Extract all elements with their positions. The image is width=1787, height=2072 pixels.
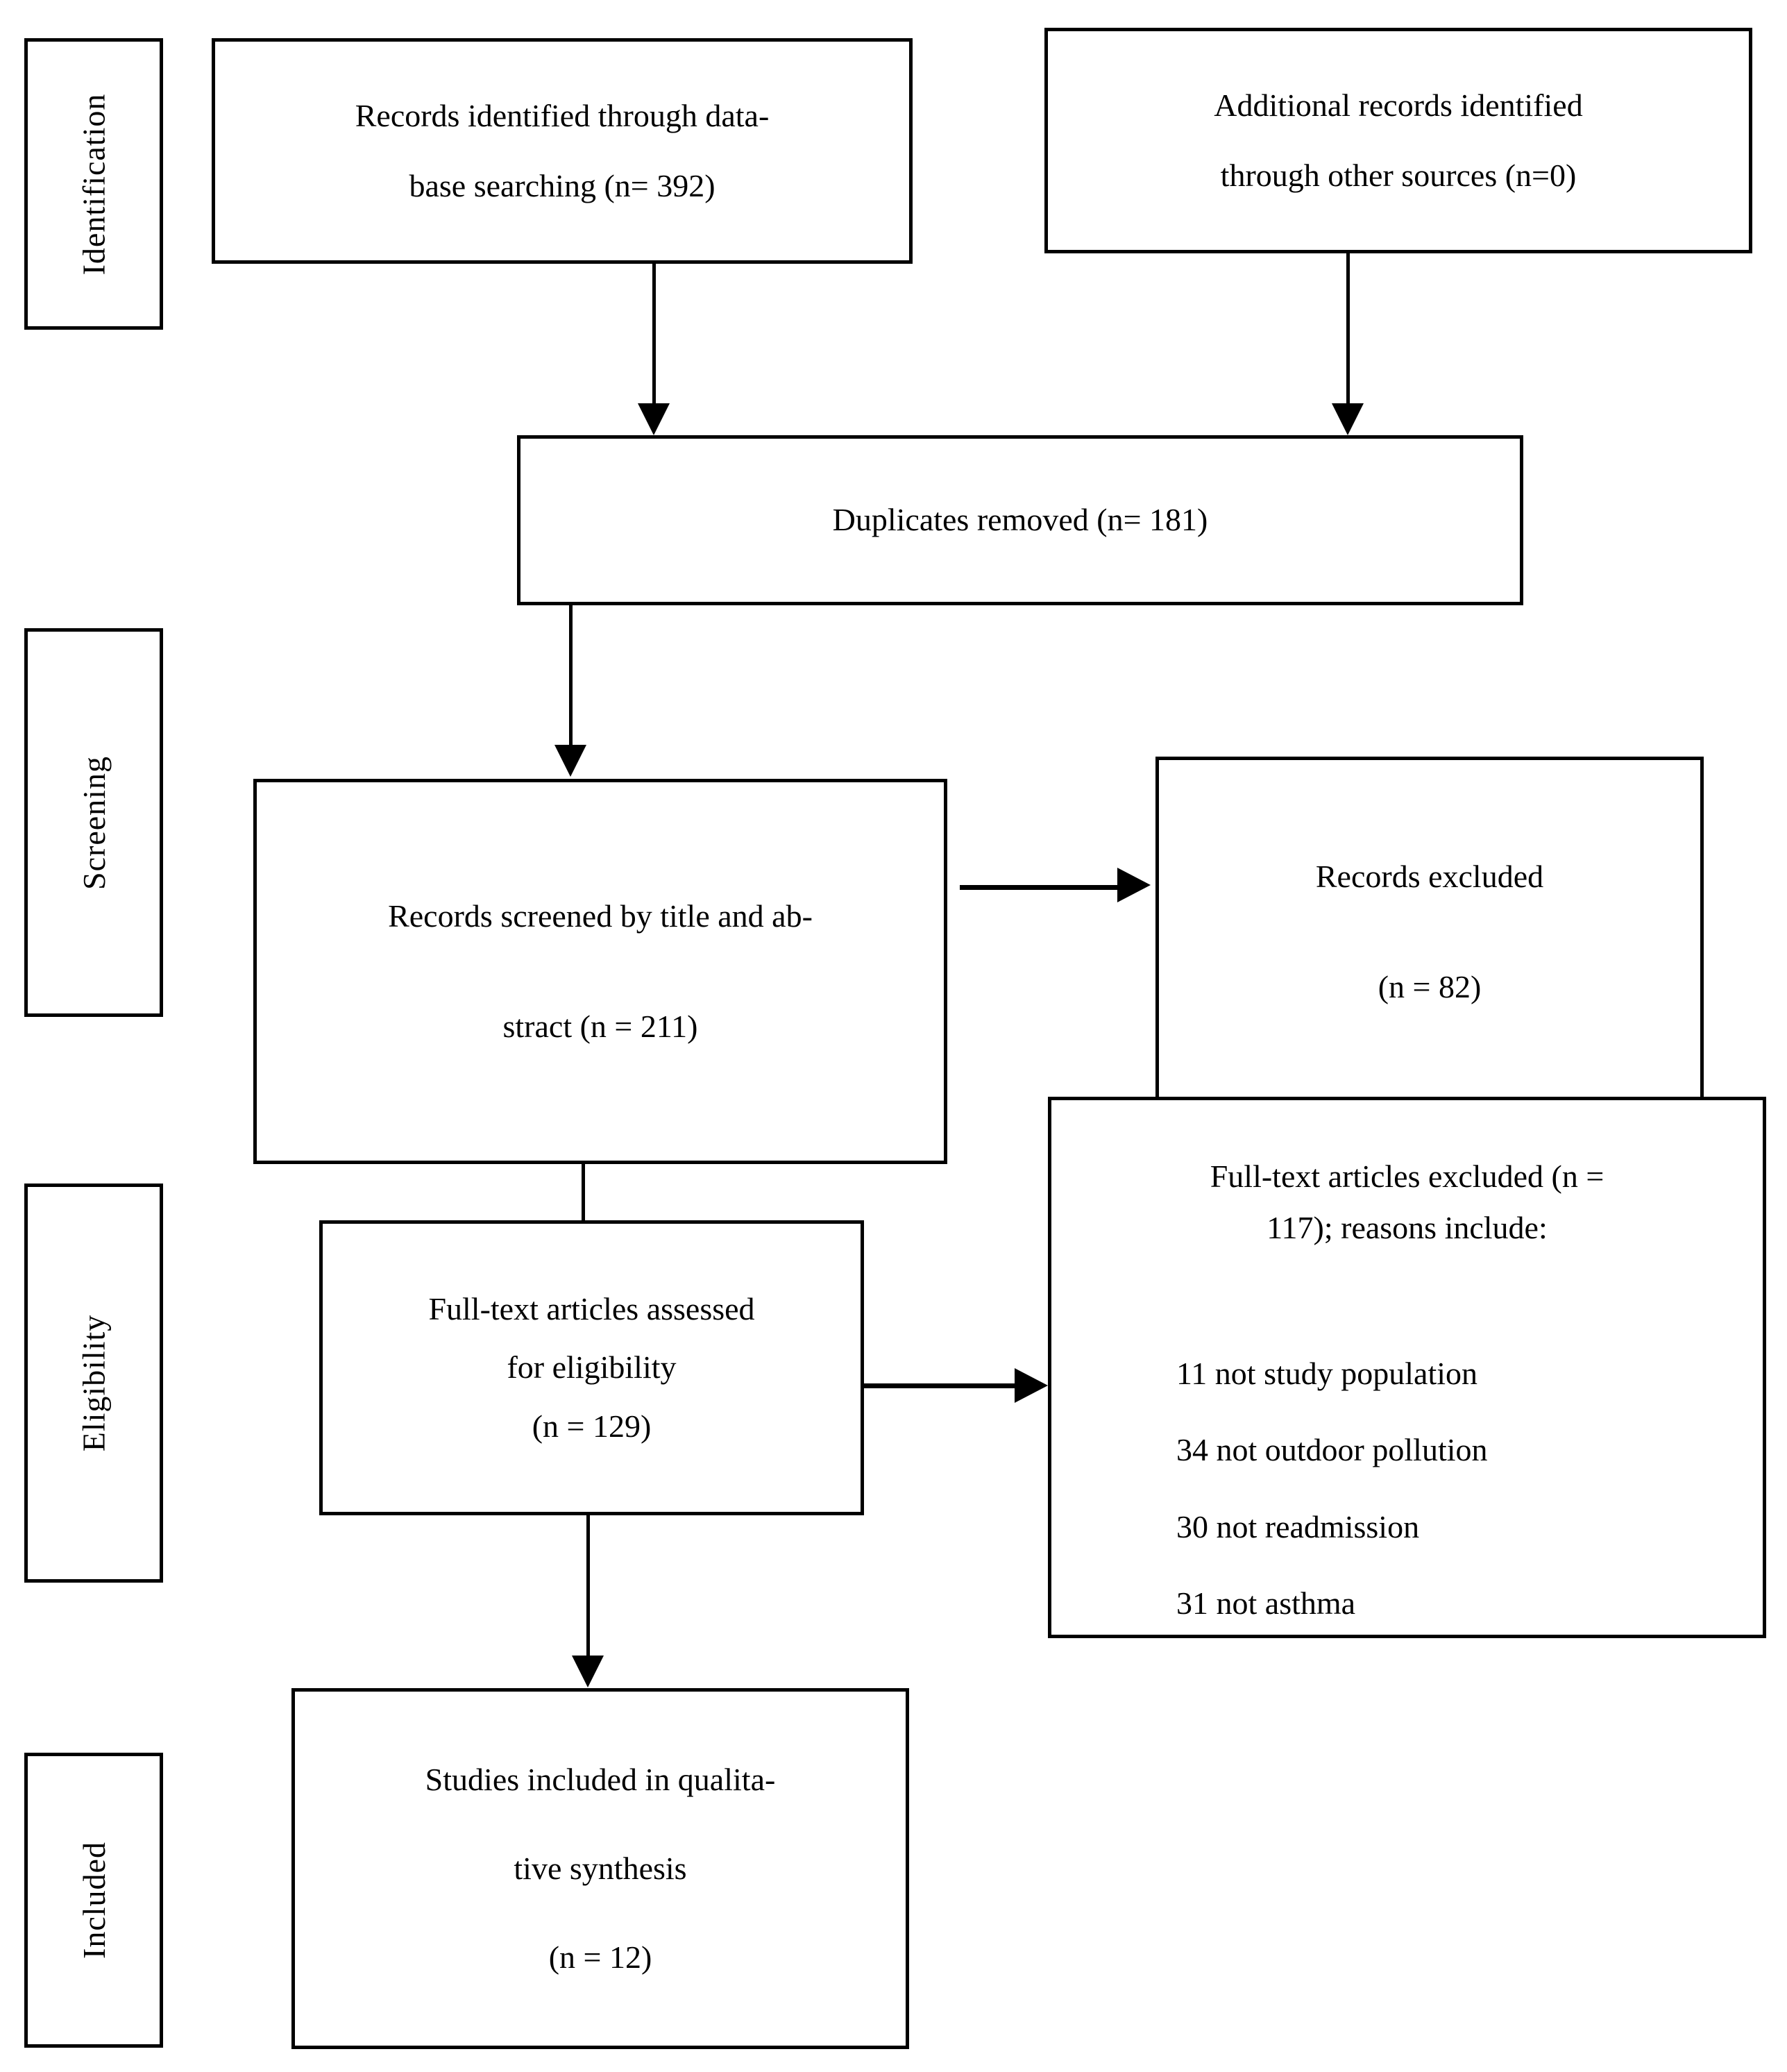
connector-database-to-duplicates <box>652 264 656 413</box>
node-records-screened-line-1: Records screened by title and ab- <box>388 898 813 934</box>
node-studies-included-line-1: Studies included in qualita- <box>425 1761 776 1797</box>
connector-other-to-duplicates <box>1346 253 1350 413</box>
node-other-sources-line-1: Additional records identified <box>1214 87 1583 124</box>
node-fulltext-assessed-line-2: for eligibility <box>507 1349 677 1385</box>
node-studies-included: Studies included in qualita- tive synthe… <box>291 1688 909 2049</box>
node-records-screened: Records screened by title and ab- stract… <box>253 779 947 1164</box>
arrow-database-to-duplicates <box>638 403 670 435</box>
exclusion-reason-list: 11 not study population 34 not outdoor p… <box>1176 1356 1488 1663</box>
stage-label-screening-text: Screening <box>76 755 112 890</box>
stage-label-identification: Identification <box>24 38 163 330</box>
node-fulltext-excluded: Full-text articles excluded (n = 117); r… <box>1048 1097 1766 1638</box>
connector-duplicates-to-screened <box>569 605 573 755</box>
stage-label-eligibility: Eligibility <box>24 1184 163 1583</box>
node-database-search: Records identified through data- base se… <box>212 38 913 264</box>
stage-label-included: Included <box>24 1753 163 2048</box>
node-fulltext-excluded-heading-line-2: 117); reasons include: <box>1267 1210 1548 1246</box>
node-duplicates-removed-line-1: Duplicates removed (n= 181) <box>832 502 1208 538</box>
node-fulltext-assessed-line-3: (n = 129) <box>532 1408 652 1444</box>
node-studies-included-line-3: (n = 12) <box>548 1939 652 1976</box>
exclusion-reason-item: 30 not readmission <box>1176 1508 1420 1544</box>
node-fulltext-excluded-heading-line-1: Full-text articles excluded (n = <box>1210 1159 1604 1194</box>
node-other-sources-line-2: through other sources (n=0) <box>1220 157 1577 193</box>
node-database-search-line-2: base searching (n= 392) <box>409 167 715 203</box>
exclusion-reason-item: 31 not asthma <box>1176 1585 1356 1621</box>
node-records-excluded-line-2: (n = 82) <box>1378 968 1482 1004</box>
node-fulltext-assessed: Full-text articles assessed for eligibil… <box>319 1220 864 1515</box>
stage-label-eligibility-text: Eligibility <box>76 1314 112 1452</box>
node-fulltext-excluded-heading: Full-text articles excluded (n = 117); r… <box>1051 1142 1763 1263</box>
node-records-excluded-line-1: Records excluded <box>1315 859 1544 895</box>
node-other-sources: Additional records identified through ot… <box>1044 28 1752 253</box>
arrow-fulltext-to-excluded <box>1015 1368 1048 1403</box>
connector-fulltext-to-excluded <box>864 1383 1034 1388</box>
stage-label-screening: Screening <box>24 628 163 1017</box>
connector-screened-to-excluded <box>960 885 1119 890</box>
connector-fulltext-to-included <box>586 1515 590 1665</box>
arrow-screened-to-excluded <box>1117 868 1151 902</box>
node-database-search-line-1: Records identified through data- <box>355 98 770 134</box>
arrow-fulltext-to-included <box>572 1656 604 1687</box>
node-records-excluded: Records excluded (n = 82) <box>1155 757 1704 1107</box>
arrow-other-to-duplicates <box>1332 403 1364 435</box>
stage-label-identification-text: Identification <box>76 93 112 275</box>
node-studies-included-line-2: tive synthesis <box>514 1850 687 1886</box>
stage-label-included-text: Included <box>76 1842 112 1959</box>
node-duplicates-removed: Duplicates removed (n= 181) <box>517 435 1523 605</box>
arrow-duplicates-to-screened <box>554 745 586 777</box>
node-records-screened-line-2: stract (n = 211) <box>502 1008 698 1044</box>
exclusion-reason-item: 11 not study population <box>1176 1356 1478 1391</box>
node-fulltext-assessed-line-1: Full-text articles assessed <box>428 1291 755 1327</box>
exclusion-reason-item: 34 not outdoor pollution <box>1176 1432 1488 1468</box>
